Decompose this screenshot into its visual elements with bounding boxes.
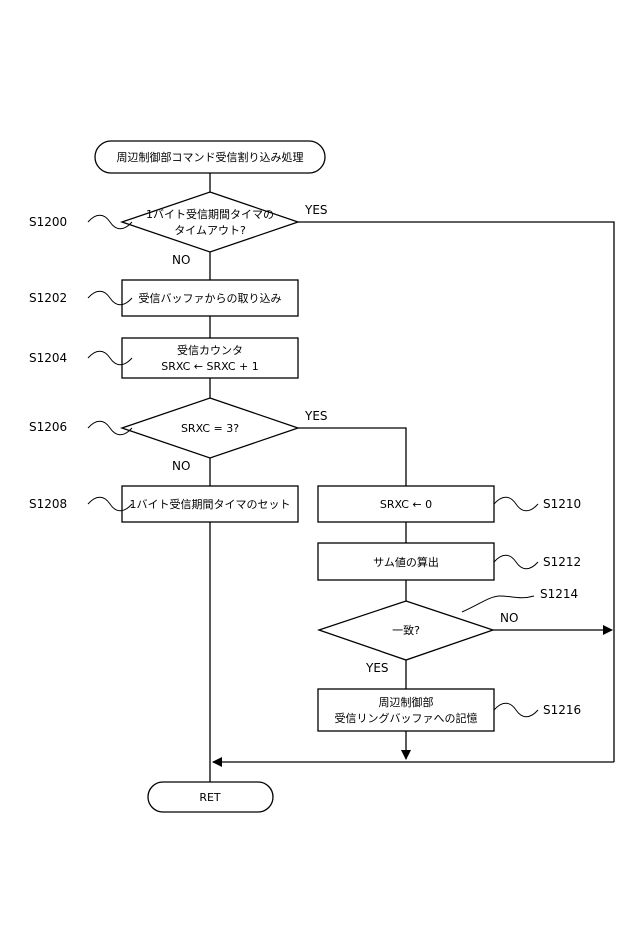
s1214-no-label: NO [500, 611, 518, 625]
s1200-no-label: NO [172, 253, 190, 267]
step-id-s1208: S1208 [29, 497, 67, 511]
step-id-s1204: S1204 [29, 351, 67, 365]
step-id-s1202: S1202 [29, 291, 67, 305]
process-s1204: 受信カウンタ SRXC ← SRXC + 1 [122, 338, 298, 378]
step-id-s1214: S1214 [540, 587, 578, 601]
step-id-s1200: S1200 [29, 215, 67, 229]
process-s1204-line1: 受信カウンタ [177, 344, 243, 357]
leader-s1216 [494, 703, 538, 717]
process-s1208-label: 1バイト受信期間タイマのセット [130, 498, 291, 511]
step-id-s1210: S1210 [543, 497, 581, 511]
decision-s1206-label: SRXC = 3? [181, 422, 239, 435]
step-id-s1206: S1206 [29, 420, 67, 434]
process-s1202: 受信バッファからの取り込み [122, 280, 298, 316]
process-s1212: サム値の算出 [318, 543, 494, 580]
start-label: 周辺制御部コマンド受信割り込み処理 [117, 150, 304, 164]
process-s1202-label: 受信バッファからの取り込み [139, 292, 282, 305]
process-s1216-line1: 周辺制御部 [379, 695, 434, 709]
s1214-yes-label: YES [365, 661, 389, 675]
process-s1208: 1バイト受信期間タイマのセット [122, 486, 298, 522]
leader-s1210 [494, 497, 538, 511]
decision-s1200: 1バイト受信期間タイマの タイムアウト? [122, 192, 298, 252]
decision-s1214-label: 一致? [392, 623, 420, 637]
leader-s1214 [462, 596, 534, 612]
decision-s1206: SRXC = 3? [122, 398, 298, 458]
process-s1210-label: SRXC ← 0 [380, 498, 432, 511]
leader-s1212 [494, 555, 538, 569]
decision-s1200-line1: 1バイト受信期間タイマの [146, 208, 274, 221]
s1206-no-label: NO [172, 459, 190, 473]
s1200-yes-label: YES [304, 203, 328, 217]
step-id-s1216: S1216 [543, 703, 581, 717]
process-s1216-line2: 受信リングバッファへの記憶 [335, 711, 478, 725]
process-s1212-label: サム値の算出 [373, 555, 439, 569]
decision-s1200-line2: タイムアウト? [174, 224, 246, 237]
end-label: RET [199, 791, 221, 804]
start-terminator: 周辺制御部コマンド受信割り込み処理 [95, 141, 325, 173]
end-terminator: RET [148, 782, 273, 812]
process-s1216: 周辺制御部 受信リングバッファへの記憶 [318, 689, 494, 731]
s1206-yes-label: YES [304, 409, 328, 423]
process-s1210: SRXC ← 0 [318, 486, 494, 522]
step-id-s1212: S1212 [543, 555, 581, 569]
process-s1204-line2: SRXC ← SRXC + 1 [161, 360, 259, 373]
